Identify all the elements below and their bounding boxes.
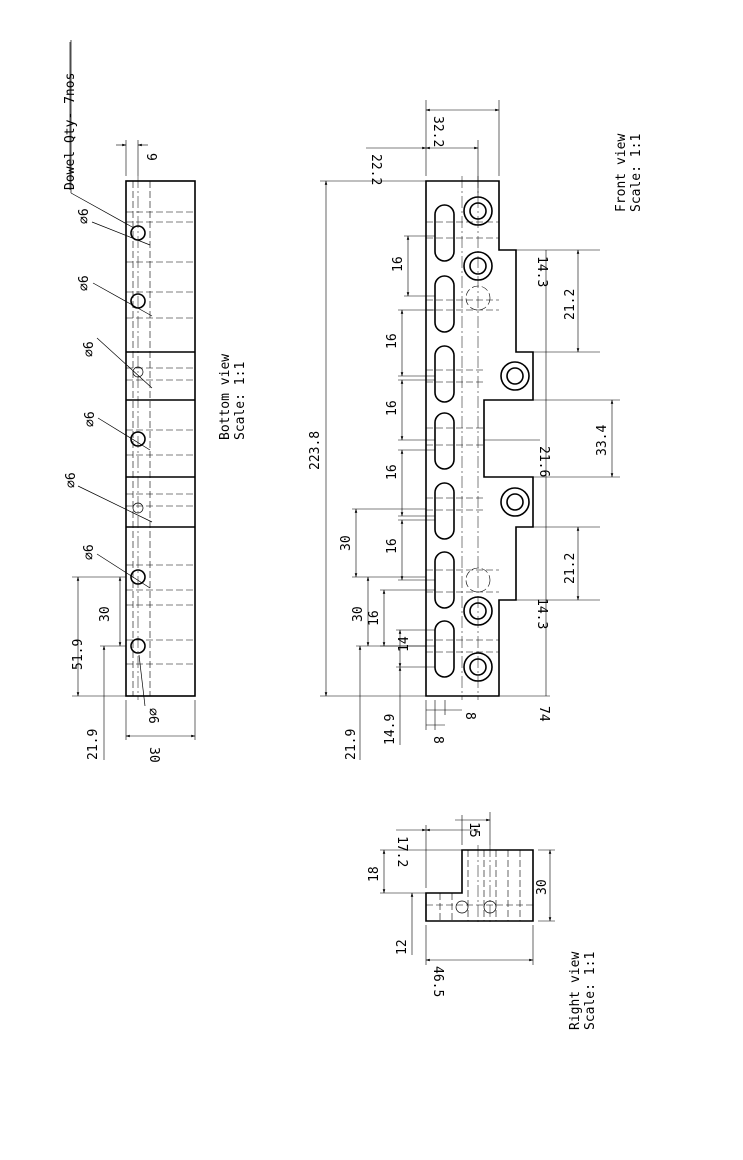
slots-front — [434, 204, 455, 678]
dim-30-right: 30 — [535, 879, 550, 895]
dim-12: 12 — [395, 939, 410, 955]
dim-30-b: 30 — [351, 606, 366, 622]
dim-22-2: 22.2 — [368, 154, 383, 185]
dim-21-2-top: 21.2 — [563, 289, 578, 320]
dim-8-a: 8 — [430, 736, 445, 744]
dim-223-8: 223.8 — [308, 431, 323, 470]
right-view-title: Right view — [568, 952, 583, 1030]
dim-9: 9 — [143, 153, 158, 161]
dim-16-f: 16 — [367, 610, 382, 626]
bottom-view — [70, 40, 196, 760]
front-view-scale: Scale: 1:1 — [629, 134, 644, 212]
dim-21-2-bottom: 21.2 — [563, 553, 578, 584]
dim-14-3-bottom: 14.3 — [534, 598, 549, 629]
counterbore-holes-front — [463, 196, 530, 682]
dim-16-a: 16 — [391, 256, 406, 272]
right-view — [380, 812, 555, 965]
dim-dia6-7: ⌀6 — [145, 708, 160, 724]
dim-33-4: 33.4 — [595, 425, 610, 456]
dim-51-9: 51.9 — [71, 639, 86, 670]
dim-17-2: 17.2 — [394, 836, 409, 867]
dim-8-b: 8 — [462, 712, 477, 720]
dim-14-3-top: 14.3 — [534, 256, 549, 287]
dim-dia6-4: ⌀6 — [83, 411, 98, 427]
dim-dia6-1: ⌀6 — [77, 208, 92, 224]
dim-14-9: 14.9 — [383, 714, 398, 745]
right-view-outline — [425, 849, 534, 922]
dim-30-width: 30 — [146, 747, 161, 763]
dim-16-b: 16 — [385, 333, 400, 349]
dim-16-c: 16 — [385, 400, 400, 416]
dim-21-9-bottom: 21.9 — [86, 729, 101, 760]
dim-dia6-5: ⌀6 — [64, 472, 79, 488]
dim-30-a: 30 — [339, 535, 354, 551]
dim-dia6-6: ⌀6 — [82, 544, 97, 560]
dim-21-6: 21.6 — [536, 446, 551, 477]
dim-16-e: 16 — [385, 538, 400, 554]
bottom-view-title: Bottom view — [218, 354, 233, 440]
right-view-scale: Scale: 1:1 — [583, 952, 598, 1030]
bottom-view-scale: Scale: 1:1 — [233, 362, 248, 440]
dim-18: 18 — [367, 866, 382, 882]
dim-16-d: 16 — [385, 464, 400, 480]
dim-15: 15 — [466, 822, 481, 838]
front-view — [320, 100, 620, 760]
text-layer: Dowel Qty- 7nos Bottom view Scale: 1:1 F… — [63, 42, 644, 1030]
bottom-view-outline — [125, 180, 196, 697]
dim-14: 14 — [397, 636, 412, 652]
dim-46-5: 46.5 — [430, 966, 445, 997]
dim-30-bottom: 30 — [98, 606, 113, 622]
dim-74: 74 — [536, 706, 551, 722]
front-view-title: Front view — [614, 134, 629, 212]
dowel-qty-note: Dowel Qty- 7nos — [63, 73, 78, 190]
dim-dia6-3: ⌀6 — [82, 341, 97, 357]
dim-dia6-2: ⌀6 — [77, 275, 92, 291]
dim-32-2: 32.2 — [430, 116, 445, 147]
dim-21-9-front: 21.9 — [344, 729, 359, 760]
